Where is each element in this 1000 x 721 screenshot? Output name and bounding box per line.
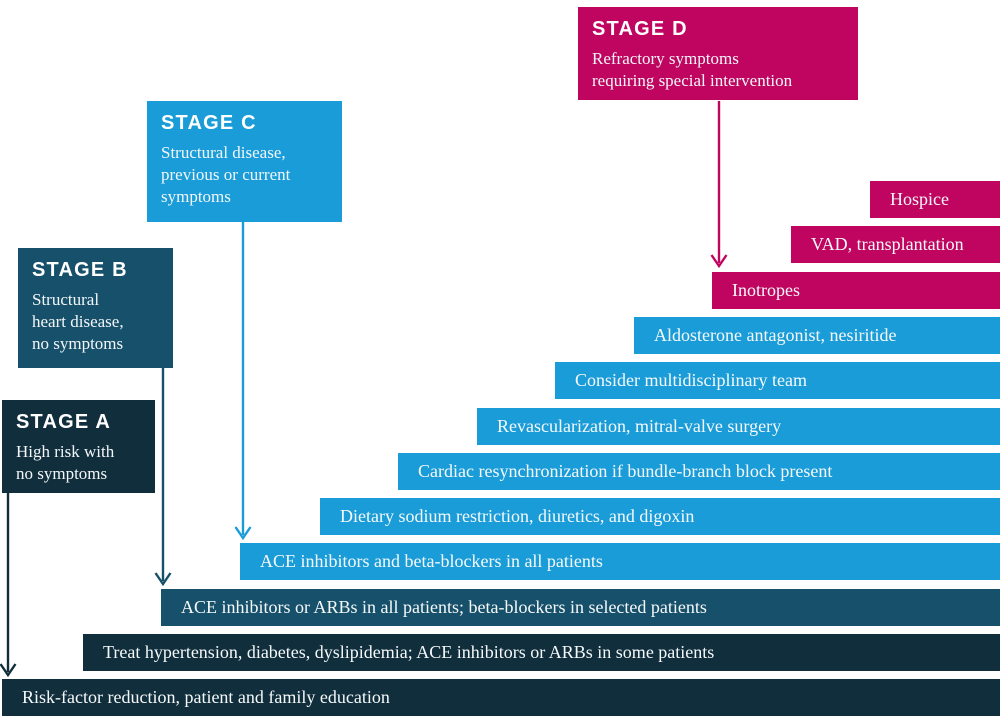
- stage-d-description: Refractory symptoms requiring special in…: [592, 49, 793, 90]
- bar-label: Dietary sodium restriction, diuretics, a…: [340, 506, 695, 526]
- stage-c-title: STAGE C: [161, 112, 257, 134]
- bar-label: Aldosterone antagonist, nesiritide: [654, 325, 897, 345]
- bar-multidisciplinary-team: Consider multidisciplinary team: [555, 362, 1000, 399]
- stage-d-title: STAGE D: [592, 18, 688, 40]
- stage-d-box: STAGE D Refractory symptoms requiring sp…: [578, 7, 858, 100]
- stage-c-down-arrow-icon: [232, 222, 254, 540]
- bar-treat-hypertension: Treat hypertension, diabetes, dyslipidem…: [83, 634, 1000, 671]
- stage-b-description: Structural heart disease, no symptoms: [32, 290, 124, 353]
- stage-c-box: STAGE C Structural disease, previous or …: [147, 101, 342, 222]
- bar-cardiac-resynchronization: Cardiac resynchronization if bundle-bran…: [398, 453, 1000, 490]
- stage-b-down-arrow-icon: [152, 368, 174, 586]
- bar-label: Treat hypertension, diabetes, dyslipidem…: [103, 642, 715, 662]
- bar-hospice: Hospice: [870, 181, 1000, 218]
- bar-dietary-sodium-restriction: Dietary sodium restriction, diuretics, a…: [320, 498, 1000, 535]
- bar-label: Consider multidisciplinary team: [575, 370, 807, 390]
- stage-a-description: High risk with no symptoms: [16, 442, 115, 483]
- bar-label: Cardiac resynchronization if bundle-bran…: [418, 461, 833, 481]
- bar-label: Inotropes: [732, 280, 800, 300]
- bar-label: Revascularization, mitral-valve surgery: [497, 416, 782, 436]
- bar-label: Hospice: [890, 189, 949, 209]
- bar-label: VAD, transplantation: [811, 234, 964, 254]
- stage-a-box: STAGE A High risk with no symptoms: [2, 400, 155, 493]
- stage-c-description: Structural disease, previous or current …: [161, 143, 291, 206]
- bar-revascularization: Revascularization, mitral-valve surgery: [477, 408, 1000, 445]
- stage-d-down-arrow-icon: [708, 101, 730, 268]
- stage-b-title: STAGE B: [32, 259, 128, 281]
- bar-ace-inhibitors-or-arbs: ACE inhibitors or ARBs in all patients; …: [161, 589, 1000, 626]
- bar-label: ACE inhibitors and beta-blockers in all …: [260, 551, 603, 571]
- bar-aldosterone-antagonist: Aldosterone antagonist, nesiritide: [634, 317, 1000, 354]
- stage-b-box: STAGE B Structural heart disease, no sym…: [18, 248, 173, 368]
- bar-label: ACE inhibitors or ARBs in all patients; …: [181, 597, 707, 617]
- stage-a-down-arrow-icon: [0, 493, 19, 677]
- bar-ace-inhibitors-beta-blockers: ACE inhibitors and beta-blockers in all …: [240, 543, 1000, 580]
- stage-a-title: STAGE A: [16, 411, 112, 433]
- bar-risk-factor-reduction: Risk-factor reduction, patient and famil…: [2, 679, 1000, 716]
- bar-label: Risk-factor reduction, patient and famil…: [22, 687, 390, 707]
- bar-inotropes: Inotropes: [712, 272, 1000, 309]
- bar-vad-transplantation: VAD, transplantation: [791, 226, 1000, 263]
